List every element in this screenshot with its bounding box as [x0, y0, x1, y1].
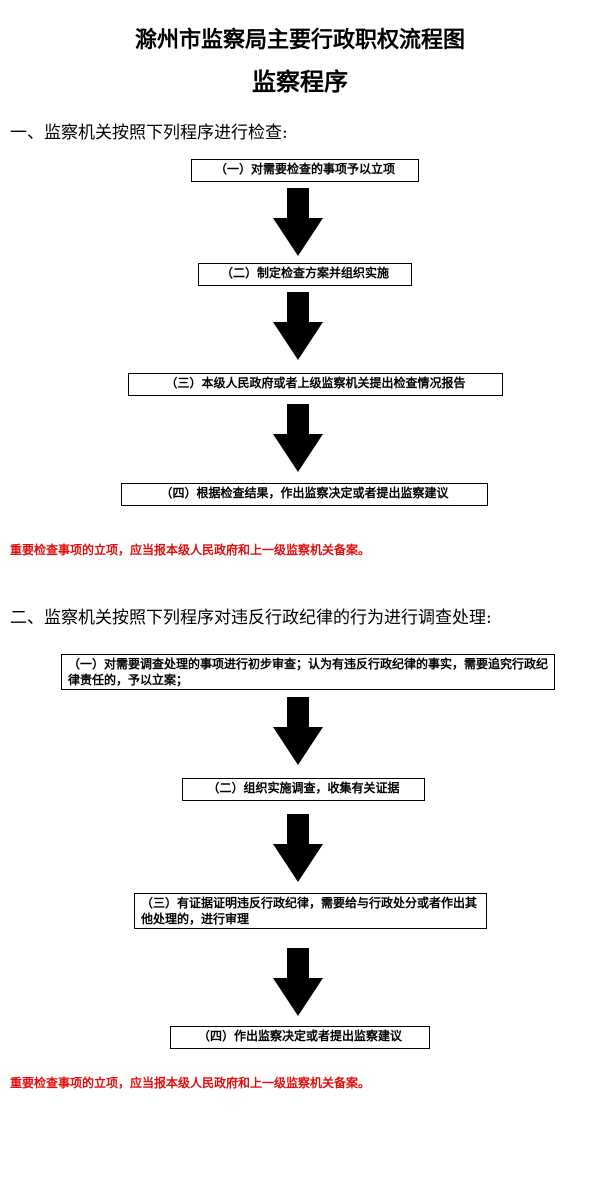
flow-step-box: （三）本级人民政府或者上级监察机关提出检查情况报告 [128, 373, 503, 396]
down-arrow-icon [273, 697, 323, 765]
page-subtitle: 监察程序 [252, 68, 348, 96]
note-text: 重要检查事项的立项，应当报本级人民政府和上一级监察机关备案。 [10, 1076, 371, 1090]
down-arrow-icon [273, 948, 323, 1016]
down-arrow-icon [273, 814, 323, 882]
flow-step-box: （四）作出监察决定或者提出监察建议 [170, 1026, 430, 1049]
page-title: 滁州市监察局主要行政职权流程图 [134, 28, 465, 53]
flow-step-box: （二）组织实施调查，收集有关证据 [182, 778, 425, 801]
note-text: 重要检查事项的立项，应当报本级人民政府和上一级监察机关备案。 [10, 543, 371, 557]
section-heading-inspection: 一、监察机关按照下列程序进行检查: [10, 123, 288, 143]
down-arrow-icon [273, 404, 323, 472]
flow-step-box: （三）有证据证明违反行政纪律，需要给与行政处分或者作出其他处理的，进行审理 [134, 893, 487, 929]
flow-step-box: （四）根据检查结果，作出监察决定或者提出监察建议 [121, 483, 488, 506]
down-arrow-icon [273, 292, 323, 360]
flow-step-box: （一）对需要检查的事项予以立项 [191, 159, 419, 182]
flow-step-box: （一）对需要调查处理的事项进行初步审查；认为有违反行政纪律的事实，需要追究行政纪… [61, 654, 555, 690]
flow-step-box: （二）制定检查方案并组织实施 [198, 263, 412, 286]
section-heading-investigation: 二、监察机关按照下列程序对违反行政纪律的行为进行调查处理: [10, 608, 492, 628]
down-arrow-icon [273, 188, 323, 256]
